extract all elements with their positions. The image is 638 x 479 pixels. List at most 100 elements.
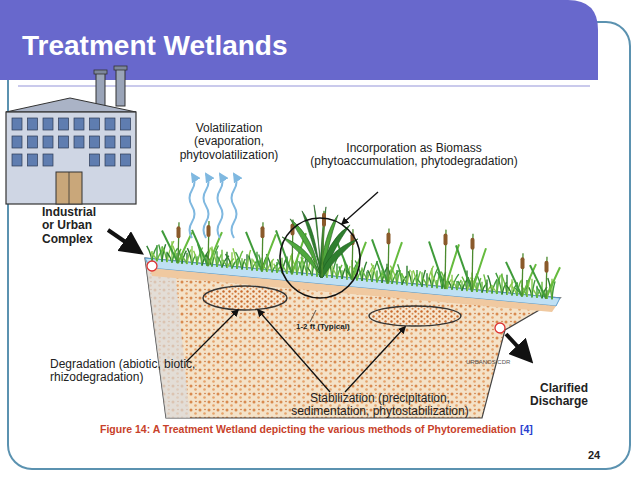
- dimension-label: 1-2 ft (Typical): [296, 323, 350, 332]
- factory-window: [43, 136, 53, 148]
- factory-window: [28, 118, 38, 130]
- grass-blade: [453, 281, 457, 290]
- grass-blade: [532, 280, 535, 297]
- cattail-leaf: [522, 264, 536, 296]
- grass-blade: [496, 273, 502, 295]
- grass-blade: [167, 253, 172, 263]
- cattail-leaf: [429, 241, 445, 288]
- cattail-leaf: [456, 245, 472, 291]
- factory-window: [59, 136, 69, 148]
- cattail-leaf: [388, 242, 402, 283]
- factory-window: [28, 136, 38, 148]
- reference-number: [4]: [520, 424, 533, 436]
- factory-window: [90, 118, 100, 130]
- stabilization-zone: [369, 306, 461, 326]
- slide-title: Treatment Wetlands: [22, 30, 288, 61]
- grass-blade: [506, 285, 512, 295]
- inlet-marker: [147, 261, 157, 271]
- slide-frame: [8, 22, 630, 469]
- process-label: Incorporation as Biomass (phytoaccumulat…: [298, 142, 530, 169]
- grass-blade: [301, 257, 307, 276]
- grass-blade: [150, 252, 157, 261]
- process-label: Degradation (abiotic, biotic, rhizodegra…: [50, 358, 202, 385]
- biomass-plant-leaf: [282, 237, 323, 277]
- grass-blade: [371, 263, 377, 282]
- cattail-leaf: [506, 262, 522, 296]
- factory-window: [59, 118, 69, 130]
- grass-blade: [159, 244, 162, 261]
- process-label: Volatilization (evaporation, phytovolati…: [170, 122, 288, 162]
- grass-blade: [462, 277, 467, 291]
- grass-blade: [501, 274, 507, 295]
- factory-window: [12, 118, 22, 130]
- process-label: Stabilization (precipitation, sedimentat…: [274, 392, 486, 419]
- grass-blade: [430, 272, 437, 288]
- factory-window: [105, 136, 115, 148]
- cattail-leaf: [372, 239, 388, 283]
- cattail-leaf: [530, 265, 546, 298]
- cattail-head: [444, 234, 448, 246]
- factory-window: [43, 154, 53, 166]
- cattail-head: [521, 257, 525, 269]
- grass-blade: [457, 280, 461, 290]
- cattail-leaf: [472, 248, 486, 291]
- cattail-head: [471, 238, 475, 250]
- outlet-label: Clarified Discharge: [516, 382, 588, 409]
- volatilization-arrows: [190, 174, 237, 238]
- factory-window: [121, 118, 131, 130]
- factory-window: [105, 118, 115, 130]
- source-label: Industrial or Urban Complex: [42, 206, 110, 246]
- grass-blade: [372, 261, 377, 282]
- watermark: URBANOS.CDR: [466, 359, 510, 366]
- grass-blade: [226, 254, 232, 268]
- grass-blade: [337, 265, 342, 279]
- grass-blade: [488, 275, 492, 293]
- cattail-head: [177, 226, 181, 238]
- factory-window: [121, 154, 131, 166]
- grass-blade: [413, 270, 417, 286]
- biomass-plant-leaf: [320, 239, 358, 277]
- biomass-circle: [280, 218, 360, 298]
- grass-blade: [362, 262, 367, 281]
- factory-window: [90, 154, 100, 166]
- grass-blade: [458, 281, 462, 291]
- cattail-head: [387, 232, 391, 244]
- header-band: [0, 0, 598, 80]
- factory-window: [43, 118, 53, 130]
- outlet-marker: [495, 323, 505, 333]
- cattail-head: [261, 226, 265, 238]
- cattail-leaf: [246, 232, 262, 271]
- degradation-zone: [203, 286, 287, 310]
- factory-window: [74, 118, 84, 130]
- factory-window: [12, 154, 22, 166]
- cattail-leaf: [276, 230, 292, 274]
- grass-blade: [339, 266, 342, 279]
- factory-window: [12, 136, 22, 148]
- cattail-head: [545, 261, 549, 273]
- grass-blade: [408, 271, 412, 285]
- grass-blade: [368, 270, 372, 282]
- page-number: 24: [588, 449, 600, 461]
- cattail-leaf: [162, 230, 178, 263]
- grass-blade: [512, 287, 517, 296]
- grass-blade: [249, 255, 252, 270]
- cattail-head: [322, 213, 326, 227]
- factory-window: [121, 136, 131, 148]
- factory-window: [74, 136, 84, 148]
- grass-blade: [242, 259, 245, 269]
- factory-window: [28, 154, 38, 166]
- grass-blade: [233, 248, 237, 269]
- grass-blade: [236, 252, 242, 269]
- cattail-head: [207, 225, 211, 237]
- depth-tick: [310, 310, 316, 322]
- factory-window: [90, 136, 100, 148]
- grass-blade: [400, 272, 407, 285]
- grass-blade: [484, 274, 487, 293]
- factory-window: [105, 154, 115, 166]
- factory-building: [6, 66, 136, 204]
- figure-caption: Figure 14: A Treatment Wetland depicting…: [100, 424, 516, 436]
- grass-blade: [363, 272, 367, 281]
- cattail-leaf: [445, 244, 459, 288]
- leader-lines: [186, 192, 405, 392]
